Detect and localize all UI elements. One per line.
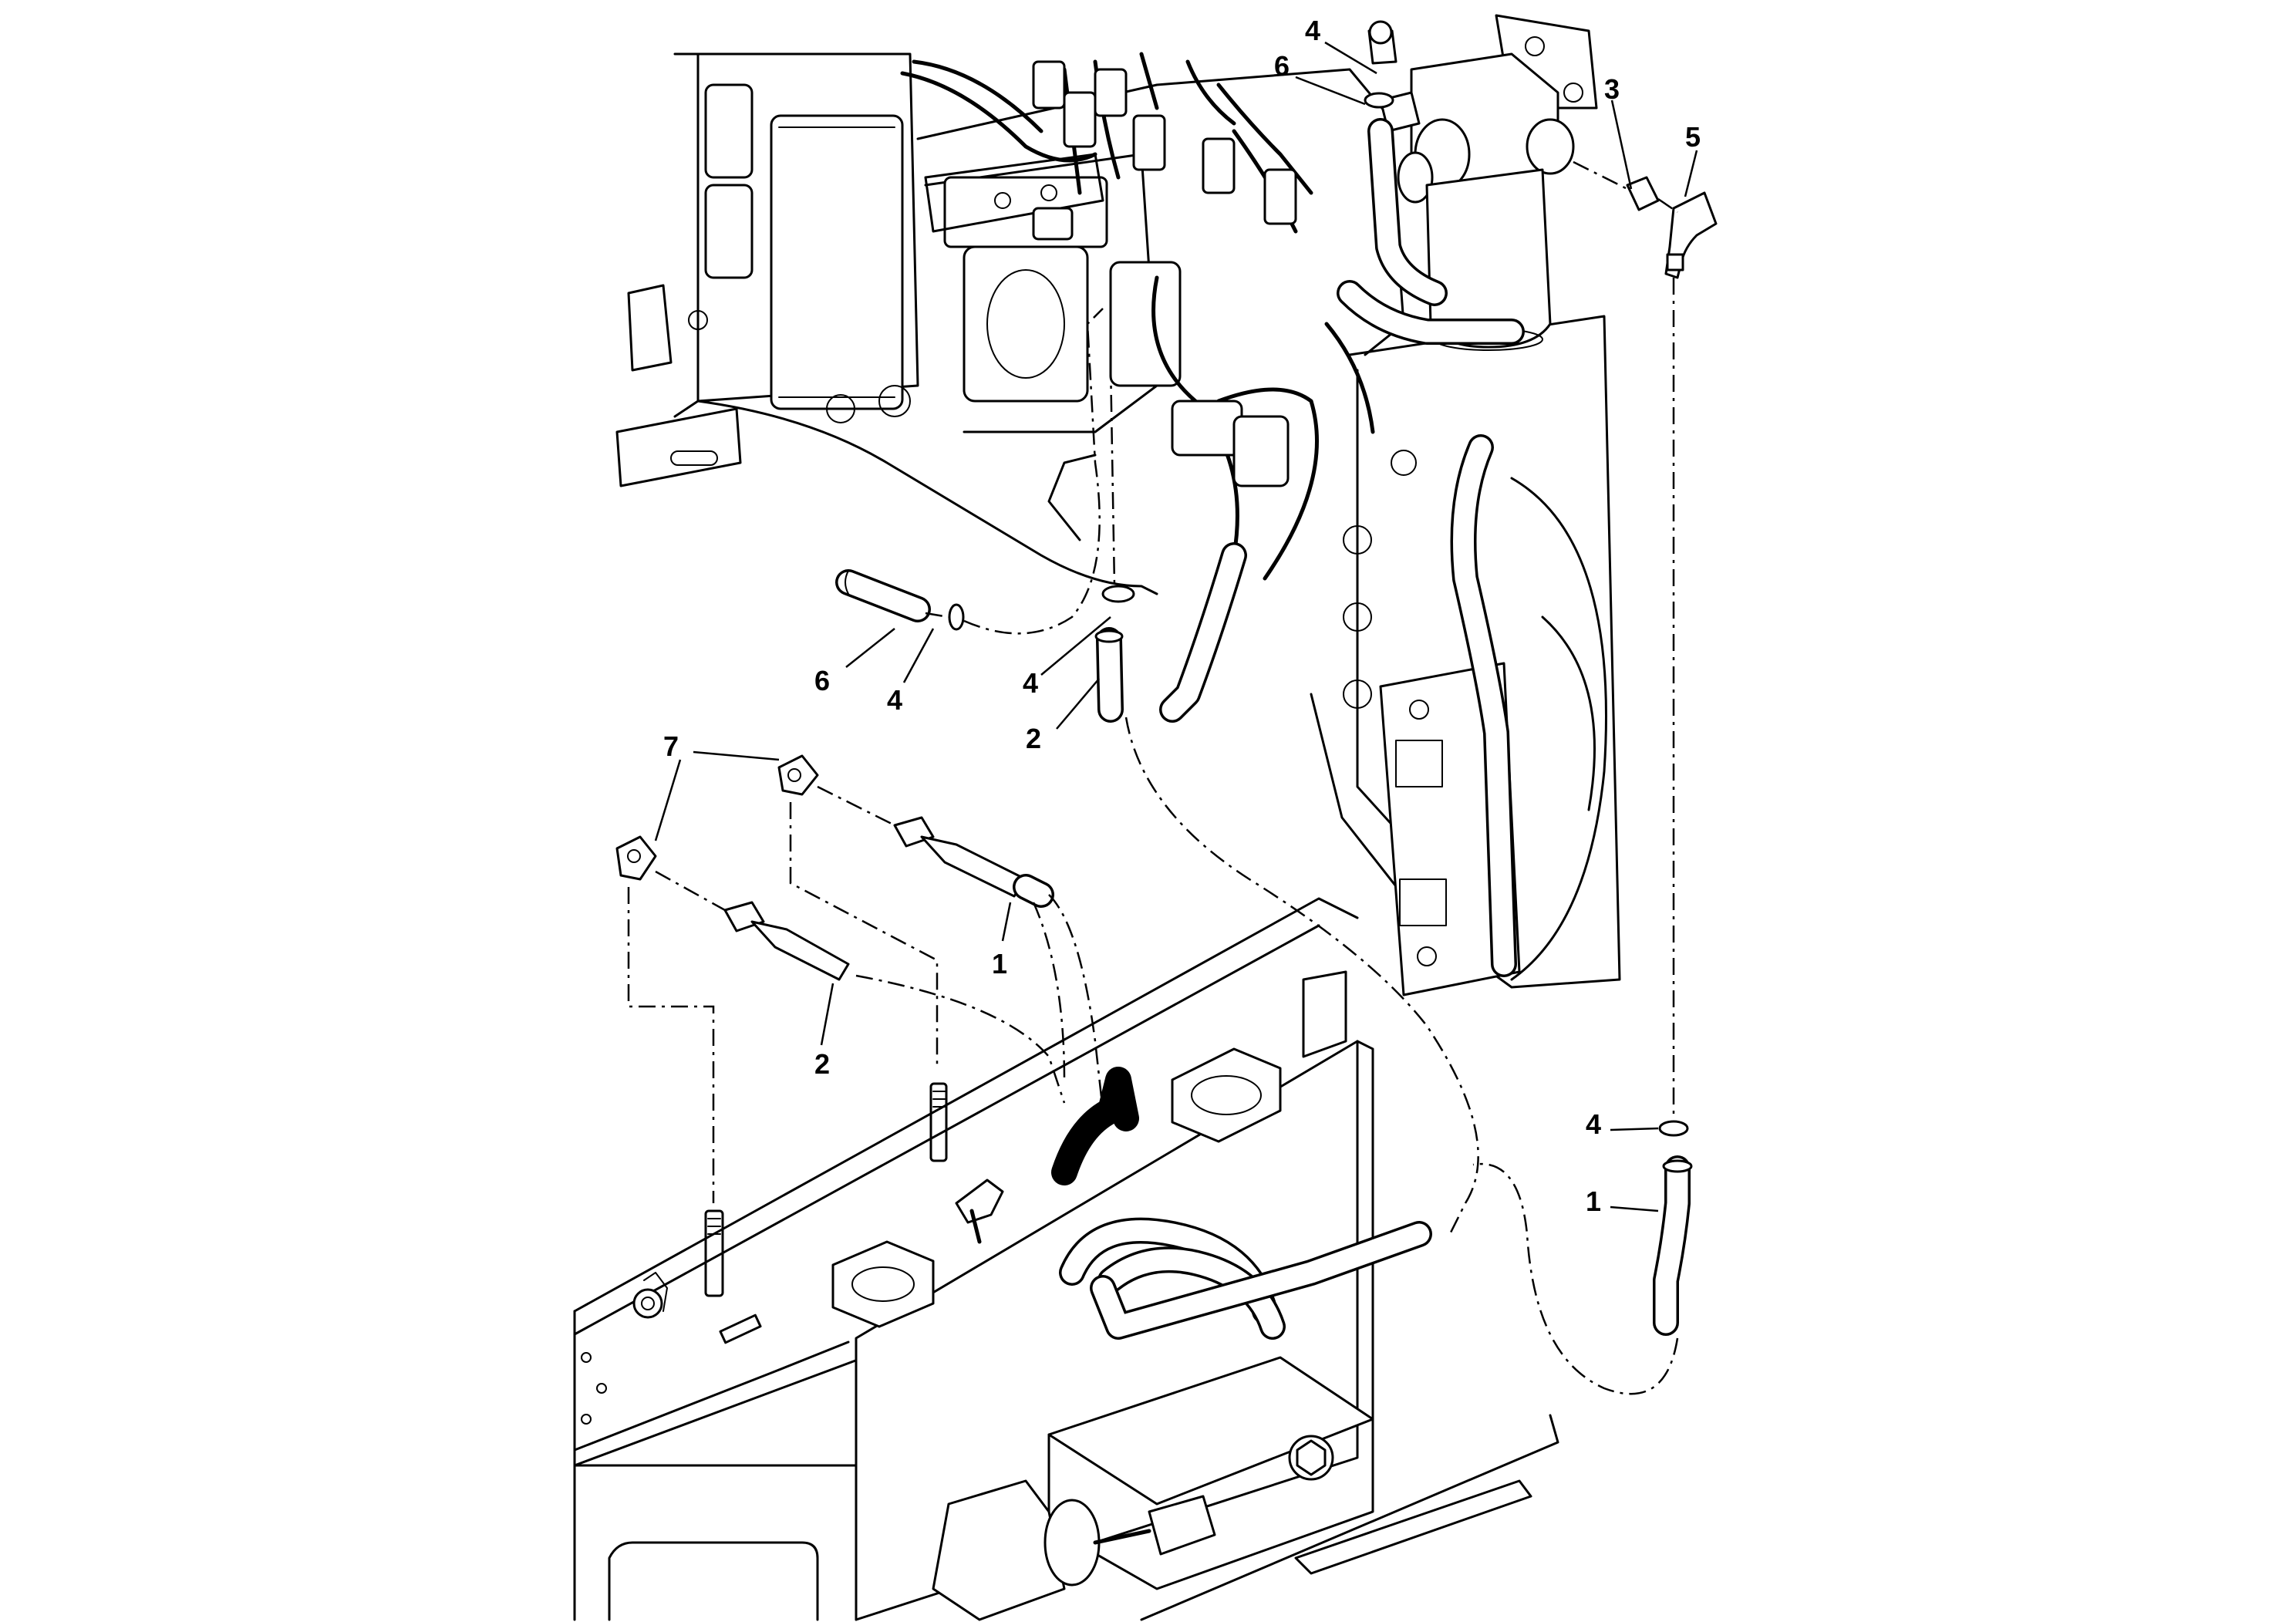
lower-fitting-parts	[615, 754, 1104, 1297]
callout-4-right: 4	[1586, 1108, 1601, 1140]
right-return-line	[1472, 278, 1693, 1395]
fuel-filter-assembly	[1337, 14, 1598, 351]
callout-7: 7	[663, 730, 679, 762]
callout-1-hose: 1	[992, 948, 1007, 980]
callout-leaders	[654, 41, 1698, 1212]
callout-5: 5	[1685, 121, 1701, 153]
engine-assembly	[615, 52, 1621, 996]
callout-4-top: 4	[1305, 15, 1320, 46]
callout-labels: 4 6 3 5 6 4 4 2 7 1 2 4 1	[663, 15, 1701, 1217]
callout-2-lower: 2	[814, 1048, 830, 1080]
callout-6-mid: 6	[814, 665, 830, 696]
callout-4-mid-right: 4	[1023, 667, 1038, 699]
injector-row	[1032, 60, 1297, 225]
callout-1-right: 1	[1586, 1185, 1601, 1217]
callout-6-top: 6	[1274, 50, 1290, 82]
callout-3: 3	[1604, 73, 1620, 105]
fitting-parts-3-5	[1573, 160, 1718, 279]
callout-2-upper: 2	[1026, 723, 1041, 754]
middle-hose-parts	[835, 308, 1479, 1235]
callout-4-mid-left: 4	[887, 684, 902, 716]
machine-frame	[573, 897, 1559, 1621]
